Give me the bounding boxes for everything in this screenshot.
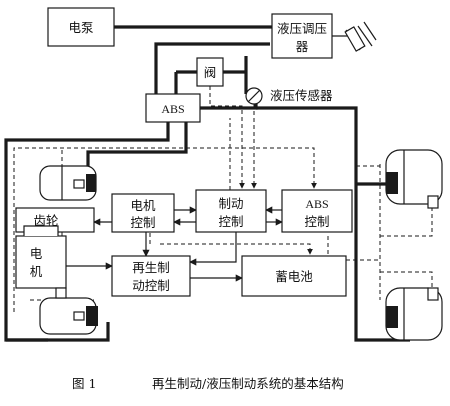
svg-text:再生制: 再生制 (132, 260, 170, 275)
rear-left-wheel (39, 297, 98, 335)
svg-text:齿轮: 齿轮 (33, 213, 58, 228)
front-right-wheel (385, 149, 443, 209)
abs-unit: ABS (145, 93, 201, 123)
electric-pump: 电泵 (47, 7, 115, 47)
valve: 阀 (196, 57, 224, 87)
svg-text:电机: 电机 (130, 198, 156, 213)
hydraulic-pressure-regulator: 液压调压 器 (271, 13, 333, 59)
svg-text:图 1: 图 1 (72, 376, 96, 391)
rear-right-wheel (385, 287, 443, 341)
svg-text:电: 电 (30, 246, 43, 261)
svg-text:蓄电池: 蓄电池 (275, 269, 313, 284)
svg-text:控制: 控制 (218, 214, 243, 229)
control-lines (66, 206, 283, 282)
abs-control: ABS 控制 (281, 189, 353, 233)
motor: 电 机 (15, 225, 67, 289)
battery: 蓄电池 (241, 255, 347, 297)
svg-text:电泵: 电泵 (68, 20, 93, 35)
svg-text:液压传感器: 液压传感器 (270, 88, 333, 103)
left-wheel-sensor (55, 287, 67, 299)
pressure-sensor: 液压传感器 (245, 87, 333, 105)
svg-text:液压调压: 液压调压 (277, 21, 327, 36)
svg-text:控制: 控制 (130, 215, 155, 230)
brake-pedal-icon (332, 21, 377, 52)
motor-control: 电机 控制 (111, 193, 175, 233)
figure-caption: 图 1 再生制动/液压制动系统的基本结构 (72, 376, 344, 391)
svg-text:ABS: ABS (161, 102, 184, 116)
svg-text:动控制: 动控制 (132, 278, 170, 293)
svg-text:ABS: ABS (305, 197, 328, 211)
svg-text:控制: 控制 (304, 214, 329, 229)
front-left-wheel (39, 165, 97, 201)
hydraulic-lines (4, 25, 410, 342)
svg-text:机: 机 (30, 264, 43, 279)
regenerative-brake-control: 再生制 动控制 (111, 255, 191, 297)
svg-text:再生制动/液压制动系统的基本结构: 再生制动/液压制动系统的基本结构 (152, 376, 344, 391)
brake-control: 制动 控制 (195, 189, 267, 233)
svg-text:制动: 制动 (218, 196, 243, 211)
svg-text:阀: 阀 (204, 65, 217, 80)
svg-text:器: 器 (296, 39, 309, 54)
